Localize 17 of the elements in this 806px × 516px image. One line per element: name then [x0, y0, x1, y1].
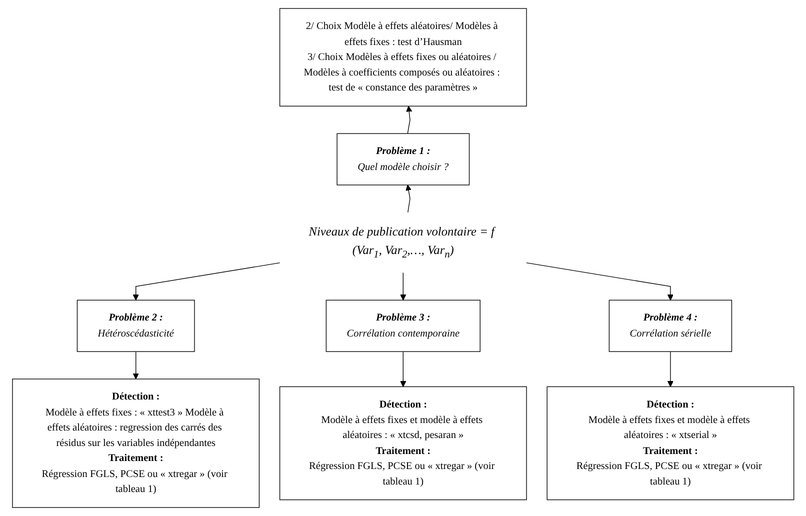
node-box: Problème 3 : Corrélation contemporaine: [326, 300, 480, 352]
arrow: [667, 351, 674, 387]
arrow: [405, 184, 412, 213]
node-box: Détection : Modèle à effets fixes et modèle à effets aléatoires : « xtcsd, pesaran » Traitement : Régression FGLS, PCSE ou « xtregar » (voir tableau 1): [279, 386, 527, 500]
node-box: Problème 1 : Quel modèle choisir ?: [336, 133, 470, 186]
node-box: Problème 2 : Hétéroscédasticité: [76, 300, 195, 352]
arrow: [526, 262, 674, 300]
arrow: [400, 351, 406, 387]
arrow: [406, 106, 412, 134]
node-box: Détection : Modèle à effets fixes et modèle à effets aléatoires : « xtserial » Traitement : Régression FGLS, PCSE ou « xtregar » (voir tableau 1): [546, 386, 794, 500]
arrow: [132, 262, 280, 300]
node-box: 2/ Choix Modèle à effets aléatoires/ Modèles à effets fixes : test d’Hausman 3/ Choix Modèles à effets fixes ou aléatoires / Modèles à coefficients composés ou aléatoires : test de « constance des paramètres »: [279, 8, 527, 106]
node-box: Détection : Modèle à effets fixes : « xttest3 » Modèle à effets aléatoires : regression des carrés des résidus sur les variables indépendantes Traitement : Régression FGLS, PCSE ou « xtregar » (voir tableau 1): [12, 378, 260, 508]
node-box: Problème 4 : Corrélation sérielle: [608, 300, 732, 352]
arrow: [132, 351, 139, 380]
arrow: [400, 272, 406, 300]
node-text: Niveaux de publication volontaire = f (Var$_{1}$, Var$_{2}$,…, Var$_{n}$): [308, 224, 494, 260]
